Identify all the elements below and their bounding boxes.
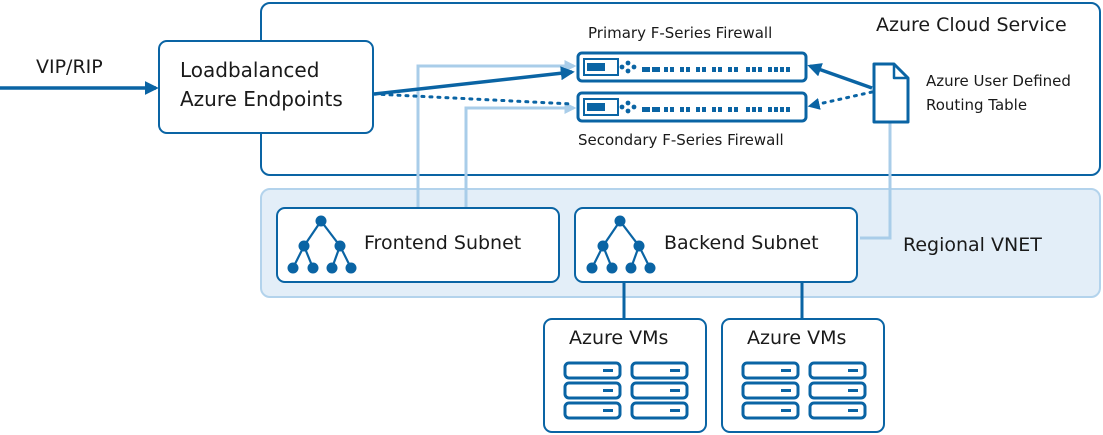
routing-to-secondary-dotted: [807, 90, 874, 110]
load-balancer-box: [158, 40, 374, 134]
frontend-to-secondary-connector: [464, 102, 577, 208]
load-balancer-label-line2: Azure Endpoints: [180, 87, 343, 111]
lb-to-secondary-dotted: [372, 92, 574, 106]
routing-table-label-line2: Routing Table: [926, 96, 1028, 114]
vm-group-label-left: Azure VMs: [569, 327, 669, 349]
load-balancer-label-line1: Loadbalanced: [180, 58, 320, 82]
backend-network-tree-icon: [586, 215, 656, 274]
routing-to-primary-arrow: [807, 63, 873, 90]
server-stack-icon: [563, 361, 622, 420]
vm-group-label-right: Azure VMs: [747, 327, 847, 349]
frontend-subnet-label: Frontend Subnet: [364, 232, 522, 254]
primary-firewall-icon: [576, 51, 808, 83]
primary-firewall-label: Primary F-Series Firewall: [588, 24, 773, 42]
vip-rip-label: VIP/RIP: [36, 56, 103, 78]
cloud-service-label: Azure Cloud Service: [876, 14, 1067, 36]
regional-vnet-label: Regional VNET: [903, 234, 1042, 256]
routing-table-document-icon: [872, 62, 910, 124]
server-stack-icon: [741, 361, 800, 420]
backend-subnet-label: Backend Subnet: [664, 232, 819, 254]
azure-cloud-service-container: [260, 2, 1101, 176]
secondary-firewall-icon: [576, 91, 808, 123]
frontend-to-primary-connector: [416, 60, 577, 208]
lb-to-primary-arrow: [373, 66, 575, 96]
server-stack-icon: [630, 361, 689, 420]
frontend-network-tree-icon: [287, 215, 357, 274]
server-stack-icon: [808, 361, 867, 420]
routing-table-label-line1: Azure User Defined: [926, 72, 1071, 90]
secondary-firewall-label: Secondary F-Series Firewall: [578, 131, 784, 149]
routing-table-to-backend-connector: [860, 122, 892, 240]
